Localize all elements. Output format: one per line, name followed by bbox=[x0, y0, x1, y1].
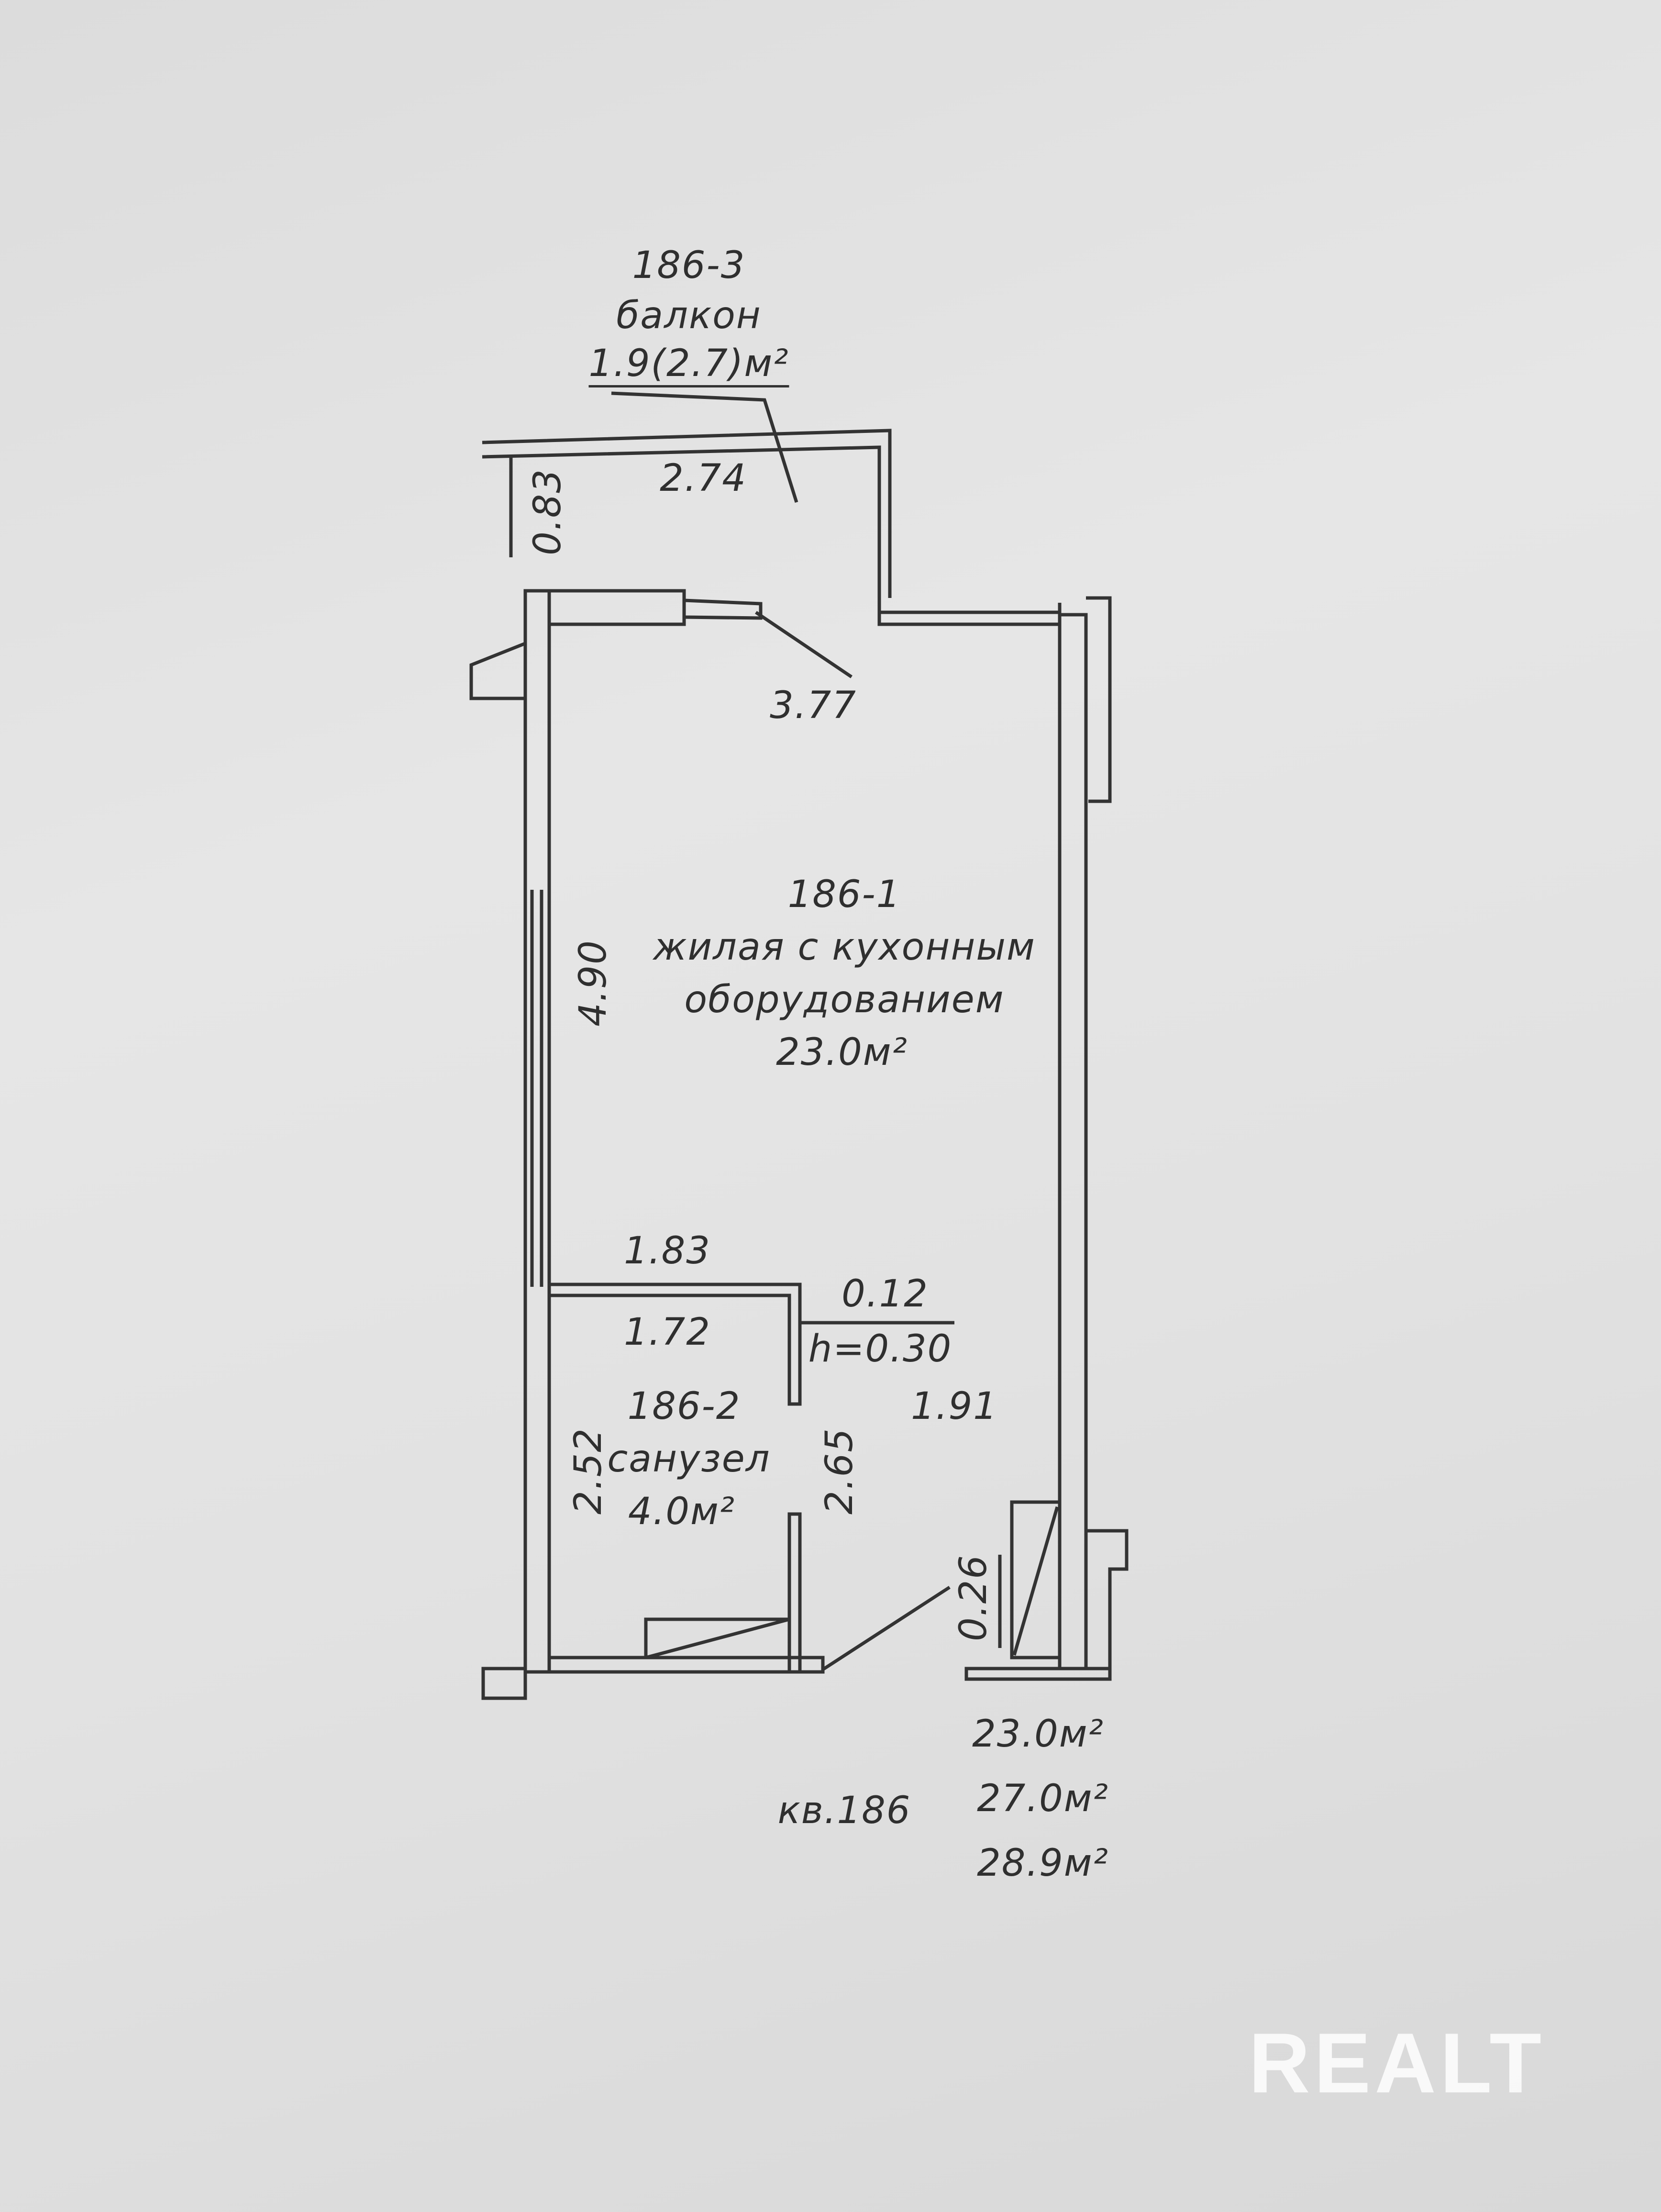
right-outer-wall bbox=[1086, 596, 1112, 803]
bathroom-area: 4.0м² bbox=[628, 1490, 736, 1533]
realt-watermark: REALT bbox=[1249, 2015, 1546, 2111]
balcony-depth-dim: 0.83 bbox=[526, 468, 569, 555]
top-window bbox=[682, 598, 763, 620]
window-leader-line bbox=[755, 611, 853, 678]
top-wall-left bbox=[547, 589, 686, 626]
left-ledge bbox=[469, 641, 526, 700]
living-code: 186-1 bbox=[787, 873, 901, 916]
niche-height-dim: h=0.30 bbox=[808, 1327, 952, 1371]
living-name-line2: оборудованием bbox=[684, 978, 1005, 1021]
right-outer-wall-lower bbox=[1086, 1529, 1129, 1670]
total-area-with-balcony: 28.9м² bbox=[977, 1842, 1109, 1885]
right-wall bbox=[1058, 613, 1088, 1670]
total-living-area: 23.0м² bbox=[972, 1713, 1104, 1756]
bottom-wall-cap bbox=[481, 1667, 527, 1700]
bathtub bbox=[644, 1617, 791, 1659]
living-area: 23.0м² bbox=[776, 1031, 908, 1074]
bathroom-code: 186-2 bbox=[627, 1385, 741, 1428]
vent-shaft bbox=[1010, 1500, 1062, 1659]
top-wall-right bbox=[877, 598, 1062, 626]
living-name-line1: жилая с кухонным bbox=[653, 926, 1036, 969]
bath-right-dim: 2.65 bbox=[818, 1427, 861, 1515]
living-length-dim: 4.90 bbox=[572, 940, 615, 1027]
bottom-wall-left bbox=[549, 1656, 825, 1674]
balcony-name: балкон bbox=[616, 294, 762, 337]
bath-partition-top bbox=[549, 1283, 802, 1406]
balcony-parapet bbox=[482, 429, 892, 598]
hall-width-dim: 1.91 bbox=[911, 1385, 998, 1428]
bottom-wall-right bbox=[964, 1667, 1112, 1681]
bath-width-dim: 1.72 bbox=[624, 1311, 711, 1354]
shaft-dim: 0.26 bbox=[952, 1554, 995, 1641]
bottom-leader-line bbox=[822, 1586, 951, 1671]
niche-depth-dim: 0.12 bbox=[842, 1272, 929, 1316]
balcony-width-dim: 2.74 bbox=[660, 457, 747, 500]
balcony-area: 1.9(2.7)м² bbox=[588, 342, 789, 387]
window-dim: 3.77 bbox=[770, 684, 857, 727]
balcony-leader-line bbox=[611, 391, 798, 503]
left-wall bbox=[523, 589, 551, 1674]
partition-dim: 1.83 bbox=[624, 1229, 711, 1272]
bath-left-dim: 2.52 bbox=[567, 1427, 610, 1515]
balcony-parapet-inner bbox=[482, 445, 881, 598]
balcony-code: 186-3 bbox=[632, 244, 746, 287]
apartment-number: кв.186 bbox=[777, 1789, 911, 1832]
left-wall-window bbox=[530, 890, 543, 1287]
total-area: 27.0м² bbox=[977, 1777, 1109, 1820]
bathroom-name: санузел bbox=[607, 1438, 771, 1481]
